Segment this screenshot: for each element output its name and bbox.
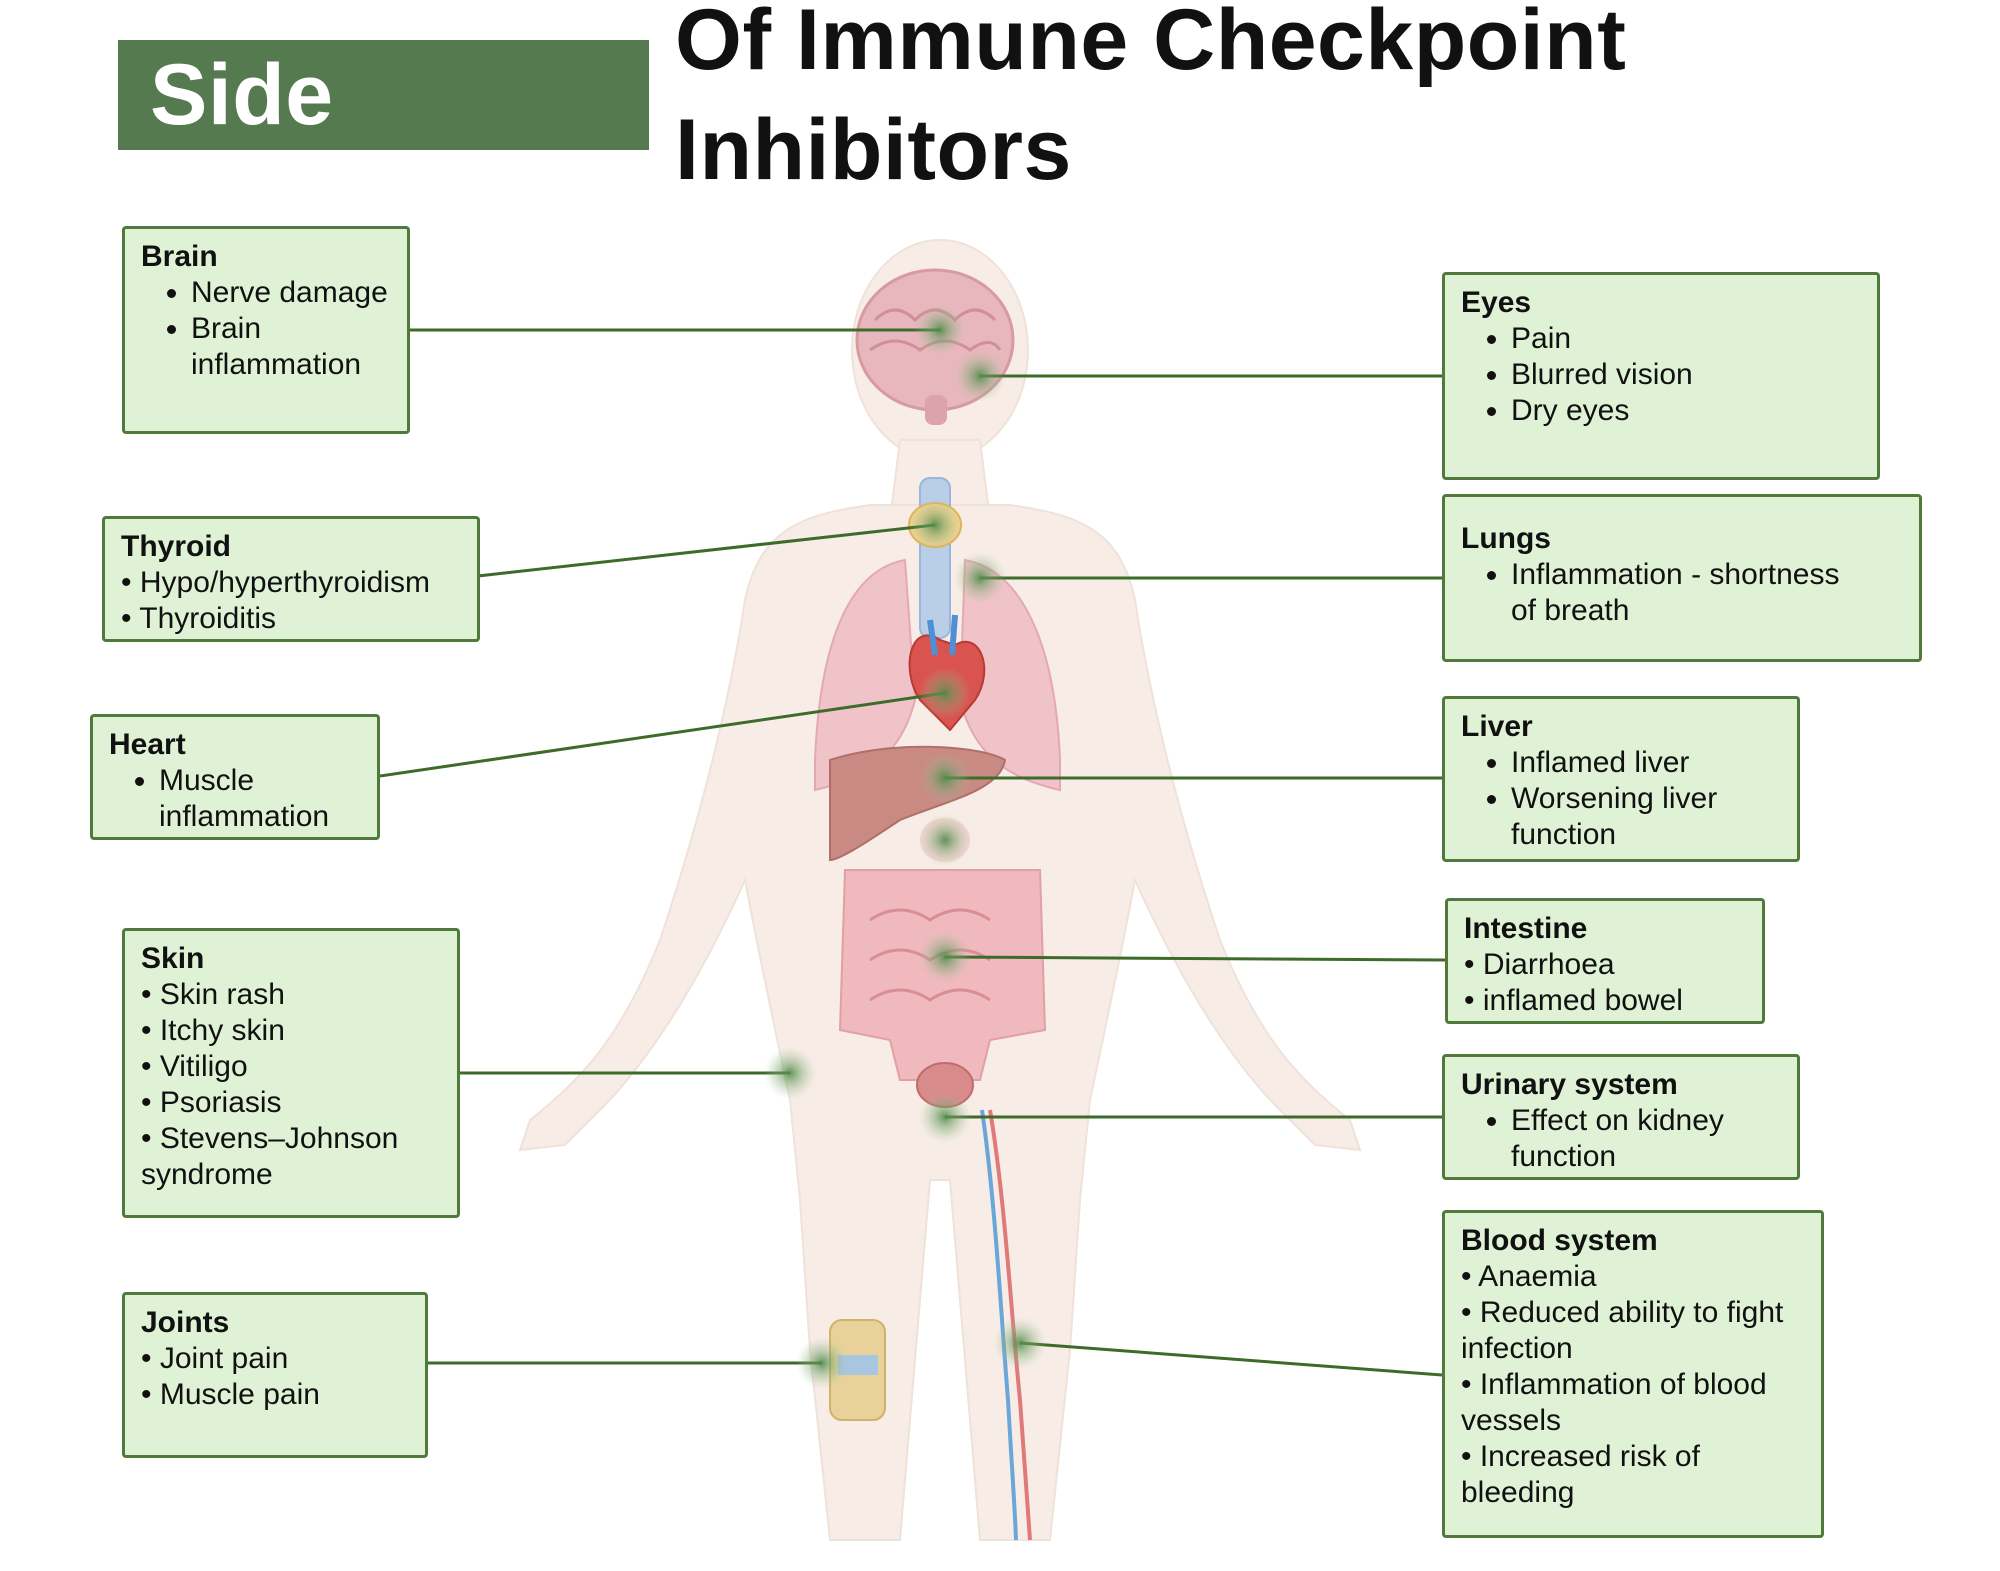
list-item: • inflamed bowel — [1464, 984, 1683, 1017]
marker-liver — [919, 752, 971, 804]
callout-list: Nerve damage Brain inflammation — [141, 275, 391, 383]
marker-thyroid — [909, 499, 961, 551]
list-item: • Itchy skin — [141, 1014, 285, 1047]
list-item: • Increased risk of bleeding — [1461, 1440, 1700, 1509]
callout-heart: Heart Muscle inflammation — [90, 714, 380, 840]
marker-lungs — [954, 552, 1006, 604]
list-item: Effect on kidney function — [1511, 1103, 1781, 1175]
marker-heart — [919, 667, 971, 719]
marker-brain — [914, 304, 966, 356]
callout-list: Pain Blurred vision Dry eyes — [1461, 321, 1861, 429]
callout-joints: Joints • Joint pain • Muscle pain — [122, 1292, 428, 1458]
callout-heading: Lungs — [1461, 522, 1551, 555]
list-item: Inflammation - shortness of breath — [1511, 557, 1841, 629]
callout-lungs: Lungs Inflammation - shortness of breath — [1442, 494, 1922, 662]
list-item: Inflamed liver — [1511, 745, 1781, 781]
markers — [764, 304, 1046, 1389]
list-item: • Hypo/hyperthyroidism — [121, 566, 430, 599]
callout-heading: Thyroid — [121, 530, 231, 563]
list-item: Nerve damage — [191, 275, 391, 311]
callout-list: Effect on kidney function — [1461, 1103, 1781, 1175]
list-item: Worsening liver function — [1511, 781, 1781, 853]
marker-gallbladder — [919, 814, 971, 866]
callout-urinary: Urinary system Effect on kidney function — [1442, 1054, 1800, 1180]
list-item: Blurred vision — [1511, 357, 1861, 393]
list-item: • Muscle pain — [141, 1378, 320, 1411]
callout-list: Inflammation - shortness of breath — [1461, 557, 1841, 629]
callout-skin: Skin • Skin rash • Itchy skin • Vitiligo… — [122, 928, 460, 1218]
callout-heading: Skin — [141, 942, 205, 975]
callout-thyroid: Thyroid • Hypo/hyperthyroidism • Thyroid… — [102, 516, 480, 642]
marker-joints — [796, 1337, 848, 1389]
list-item: Brain inflammation — [191, 311, 391, 383]
list-item: • Diarrhoea — [1464, 948, 1615, 981]
list-item: • Psoriasis — [141, 1086, 282, 1119]
callout-brain: Brain Nerve damage Brain inflammation — [122, 226, 410, 434]
callout-heading: Heart — [109, 728, 186, 761]
callout-blood: Blood system • Anaemia • Reduced ability… — [1442, 1210, 1824, 1538]
list-item: • Anaemia — [1461, 1260, 1597, 1293]
page-title: Side Effects Of Immune Checkpoint Inhibi… — [118, 0, 2000, 253]
callout-heading: Joints — [141, 1306, 230, 1339]
marker-intestine — [919, 931, 971, 983]
callout-liver: Liver Inflamed liver Worsening liver fun… — [1442, 696, 1800, 862]
callout-list: Inflamed liver Worsening liver function — [1461, 745, 1781, 853]
marker-eyes — [954, 350, 1006, 402]
list-item: • Inflammation of blood vessels — [1461, 1368, 1767, 1437]
list-item: • Skin rash — [141, 978, 285, 1011]
title-highlight: Side Effects — [118, 40, 650, 253]
callout-heading: Intestine — [1464, 912, 1588, 945]
marker-urinary — [919, 1091, 971, 1143]
callout-heading: Eyes — [1461, 286, 1532, 319]
lungs-organ — [814, 558, 1061, 792]
list-item: • Thyroiditis — [121, 602, 276, 635]
callout-heading: Blood system — [1461, 1224, 1658, 1257]
callout-list: Muscle inflammation — [109, 763, 361, 835]
list-item: • Joint pain — [141, 1342, 289, 1375]
list-item: • Stevens–Johnson syndrome — [141, 1122, 399, 1191]
callout-heading: Brain — [141, 240, 218, 273]
callout-intestine: Intestine • Diarrhoea • inflamed bowel — [1445, 898, 1765, 1024]
callout-eyes: Eyes Pain Blurred vision Dry eyes — [1442, 272, 1880, 480]
marker-skin — [764, 1047, 816, 1099]
title-rest: Of Immune Checkpoint Inhibitors — [675, 0, 1627, 198]
marker-blood — [994, 1317, 1046, 1369]
list-item: • Reduced ability to fight infection — [1461, 1296, 1784, 1365]
list-item: Muscle inflammation — [159, 763, 361, 835]
leader-lines — [379, 328, 1446, 1377]
list-item: Dry eyes — [1511, 393, 1861, 429]
list-item: • Vitiligo — [141, 1050, 248, 1083]
callout-heading: Liver — [1461, 710, 1533, 743]
callout-heading: Urinary system — [1461, 1068, 1678, 1101]
list-item: Pain — [1511, 321, 1861, 357]
